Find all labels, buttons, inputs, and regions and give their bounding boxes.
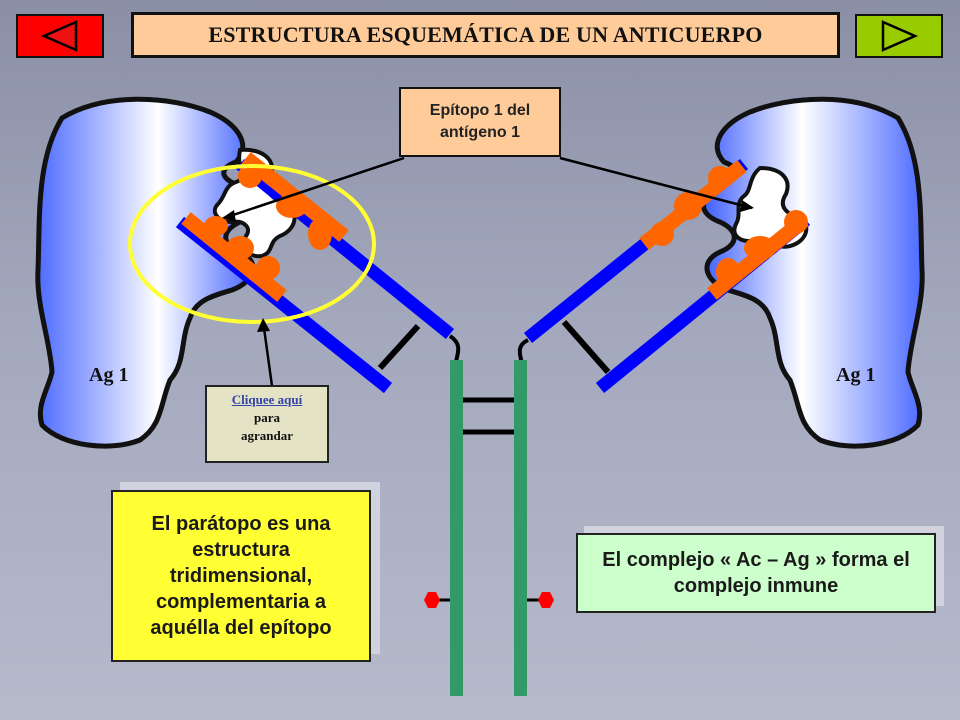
epitope-callout-line2: antígeno 1 (439, 124, 520, 141)
antigen-left (35, 96, 259, 449)
triangle-right-icon (881, 20, 919, 52)
immune-complex-note: El complejo « Ac – Ag » forma el complej… (576, 533, 936, 613)
heavy-chain-stem-right (514, 360, 527, 696)
click-box-line3: agrandar (241, 428, 293, 443)
heavy-chain-left-arm (235, 158, 455, 340)
paratope-right-bumps (650, 166, 808, 286)
heavy-chain-stem-left (450, 360, 463, 696)
interchain-bond-right (561, 320, 611, 374)
pointer-arrow-click (257, 318, 270, 332)
pointer-line-left (223, 156, 405, 220)
click-box-line2: para (254, 410, 280, 425)
sugar-marker-left (424, 592, 440, 608)
previous-slide-button[interactable] (16, 14, 104, 58)
click-to-enlarge-link[interactable]: Cliquee aquí (231, 392, 303, 407)
sugar-marker-right (538, 592, 554, 608)
paratope-note-text: El parátopo es una estructura tridimensi… (150, 513, 332, 639)
immune-complex-note-text: El complejo « Ac – Ag » forma el complej… (602, 549, 910, 597)
hinge-left (448, 334, 461, 363)
pointer-line-right (559, 156, 753, 210)
slide-title: ESTRUCTURA ESQUEMÁTICA DE UN ANTICUERPO (131, 12, 840, 58)
interchain-bond-left (377, 323, 421, 371)
triangle-left-icon (40, 20, 78, 52)
epitope-callout: Epítopo 1 del antígeno 1 (399, 87, 561, 157)
antigen-left-label: Ag 1 (89, 364, 129, 386)
next-slide-button[interactable] (855, 14, 943, 58)
pointer-arrow-left (222, 210, 236, 222)
paratope-left-bumps (204, 164, 332, 280)
paratope-highlight-circle[interactable] (128, 164, 376, 324)
pointer-arrow-right (740, 200, 754, 212)
paratope-note: El parátopo es una estructura tridimensi… (111, 490, 371, 662)
antigen-right-label: Ag 1 (836, 364, 876, 386)
pointer-line-click (262, 327, 274, 387)
click-to-enlarge-box: Cliquee aquí para agrandar (205, 385, 329, 463)
epitope-callout-line1: Epítopo 1 del (429, 102, 531, 119)
